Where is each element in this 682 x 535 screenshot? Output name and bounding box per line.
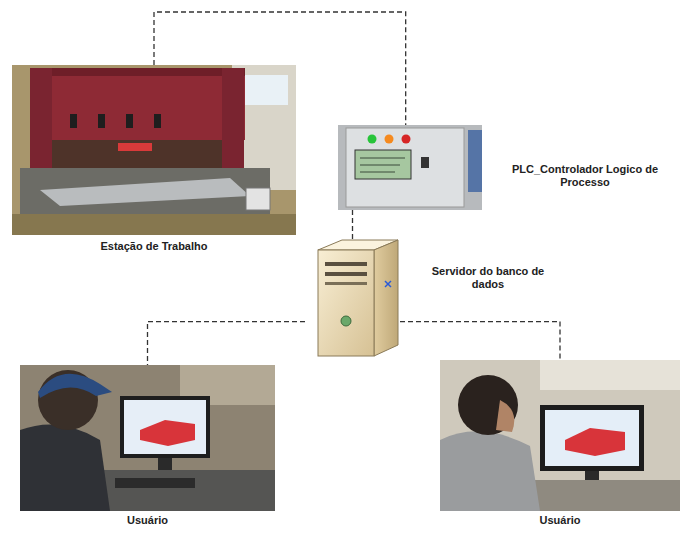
monitor-screen xyxy=(545,410,639,466)
workstation-node: Estação de Trabalho xyxy=(12,65,296,235)
plc-photo xyxy=(338,125,482,210)
drive-slot xyxy=(325,282,367,285)
dashed-connector xyxy=(154,12,406,125)
person-cap xyxy=(38,374,112,398)
user-node: Usuário xyxy=(20,365,275,511)
display-line xyxy=(360,165,400,166)
plc-cabinet xyxy=(346,128,464,207)
power-button xyxy=(341,316,351,326)
plc-display xyxy=(355,150,411,179)
screen-model xyxy=(565,428,625,456)
user-photo xyxy=(440,360,680,511)
plc-node: PLC_Controlador Logico de Processo xyxy=(338,125,482,210)
node-caption: Usuário xyxy=(20,514,275,527)
small-monitor xyxy=(246,188,270,210)
knob xyxy=(126,114,133,128)
display-line xyxy=(360,158,405,159)
press-bed xyxy=(20,168,270,216)
dashed-connector xyxy=(352,210,353,240)
green-light xyxy=(368,135,377,144)
workstation-photo xyxy=(12,65,296,235)
red-light xyxy=(402,135,411,144)
photo-background xyxy=(468,130,482,192)
blue-mark xyxy=(385,281,391,287)
drive-slot xyxy=(325,272,367,276)
knob xyxy=(98,114,105,128)
person-body xyxy=(20,424,110,511)
person-face xyxy=(496,400,514,432)
plc-button xyxy=(421,157,429,168)
drive-slot xyxy=(325,262,367,266)
window xyxy=(240,75,288,105)
display-line xyxy=(360,172,395,173)
press-top xyxy=(30,68,245,76)
server-icon xyxy=(318,240,398,356)
knob xyxy=(70,114,77,128)
user-photo xyxy=(20,365,275,511)
photo-background xyxy=(540,360,680,390)
screen-model xyxy=(140,420,195,446)
monitor-stand xyxy=(158,458,172,470)
monitor xyxy=(540,405,644,471)
monitor-screen xyxy=(124,400,206,454)
keyboard xyxy=(115,478,195,488)
press-ram xyxy=(52,140,222,168)
sheet-metal xyxy=(40,178,250,206)
node-caption: Usuário xyxy=(440,514,680,527)
photo-ground xyxy=(338,125,482,210)
photo-ground xyxy=(440,360,680,511)
monitor xyxy=(120,396,210,458)
dashed-connector xyxy=(148,322,306,365)
photo-ground xyxy=(12,65,296,235)
person-body xyxy=(440,431,540,511)
user-node: Usuário xyxy=(440,360,680,511)
node-caption: Servidor do banco de dados xyxy=(422,265,554,291)
server-node: Servidor do banco de dados xyxy=(305,240,400,360)
server-front xyxy=(318,250,374,356)
knob xyxy=(154,114,161,128)
person-head xyxy=(458,375,518,435)
blue-mark xyxy=(385,281,391,287)
press-tool xyxy=(118,143,152,151)
dashed-connector xyxy=(400,322,560,360)
photo-ground xyxy=(20,365,275,511)
server-side xyxy=(374,240,398,356)
press-beam xyxy=(30,68,245,140)
monitor-stand xyxy=(585,471,599,481)
orange-light xyxy=(385,135,394,144)
node-caption: PLC_Controlador Logico de Processo xyxy=(490,163,680,189)
floor xyxy=(12,214,296,235)
node-caption: Estação de Trabalho xyxy=(12,240,296,253)
